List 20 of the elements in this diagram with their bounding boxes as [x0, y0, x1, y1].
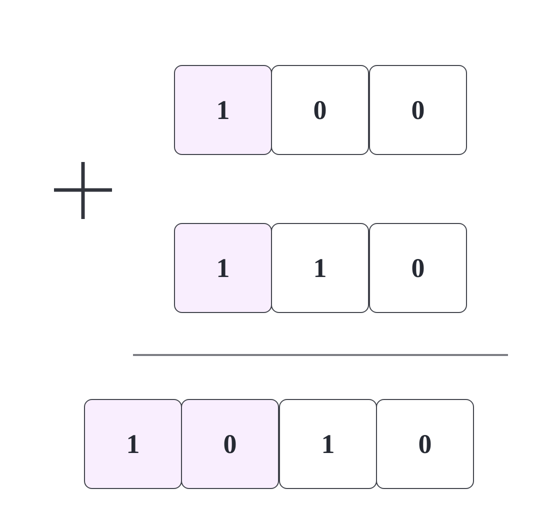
highlighted-bit-box	[84, 399, 182, 489]
bit-digit: 1	[216, 96, 230, 124]
bit-digit: 0	[411, 254, 425, 282]
bit-box	[279, 399, 377, 489]
bit-box	[376, 399, 474, 489]
bit-digit: 1	[313, 254, 327, 282]
bit-digit: 0	[223, 430, 237, 458]
highlighted-bit-box	[174, 223, 272, 313]
bit-digit: 1	[126, 430, 140, 458]
bit-box	[271, 223, 369, 313]
bit-box	[369, 65, 467, 155]
bit-box	[369, 223, 467, 313]
bit-digit: 0	[411, 96, 425, 124]
bit-digit: 0	[418, 430, 432, 458]
highlighted-bit-box	[174, 65, 272, 155]
bit-digit: 0	[313, 96, 327, 124]
highlighted-bit-box	[181, 399, 279, 489]
bit-digit: 1	[216, 254, 230, 282]
bit-box	[271, 65, 369, 155]
bit-digit: 1	[321, 430, 335, 458]
